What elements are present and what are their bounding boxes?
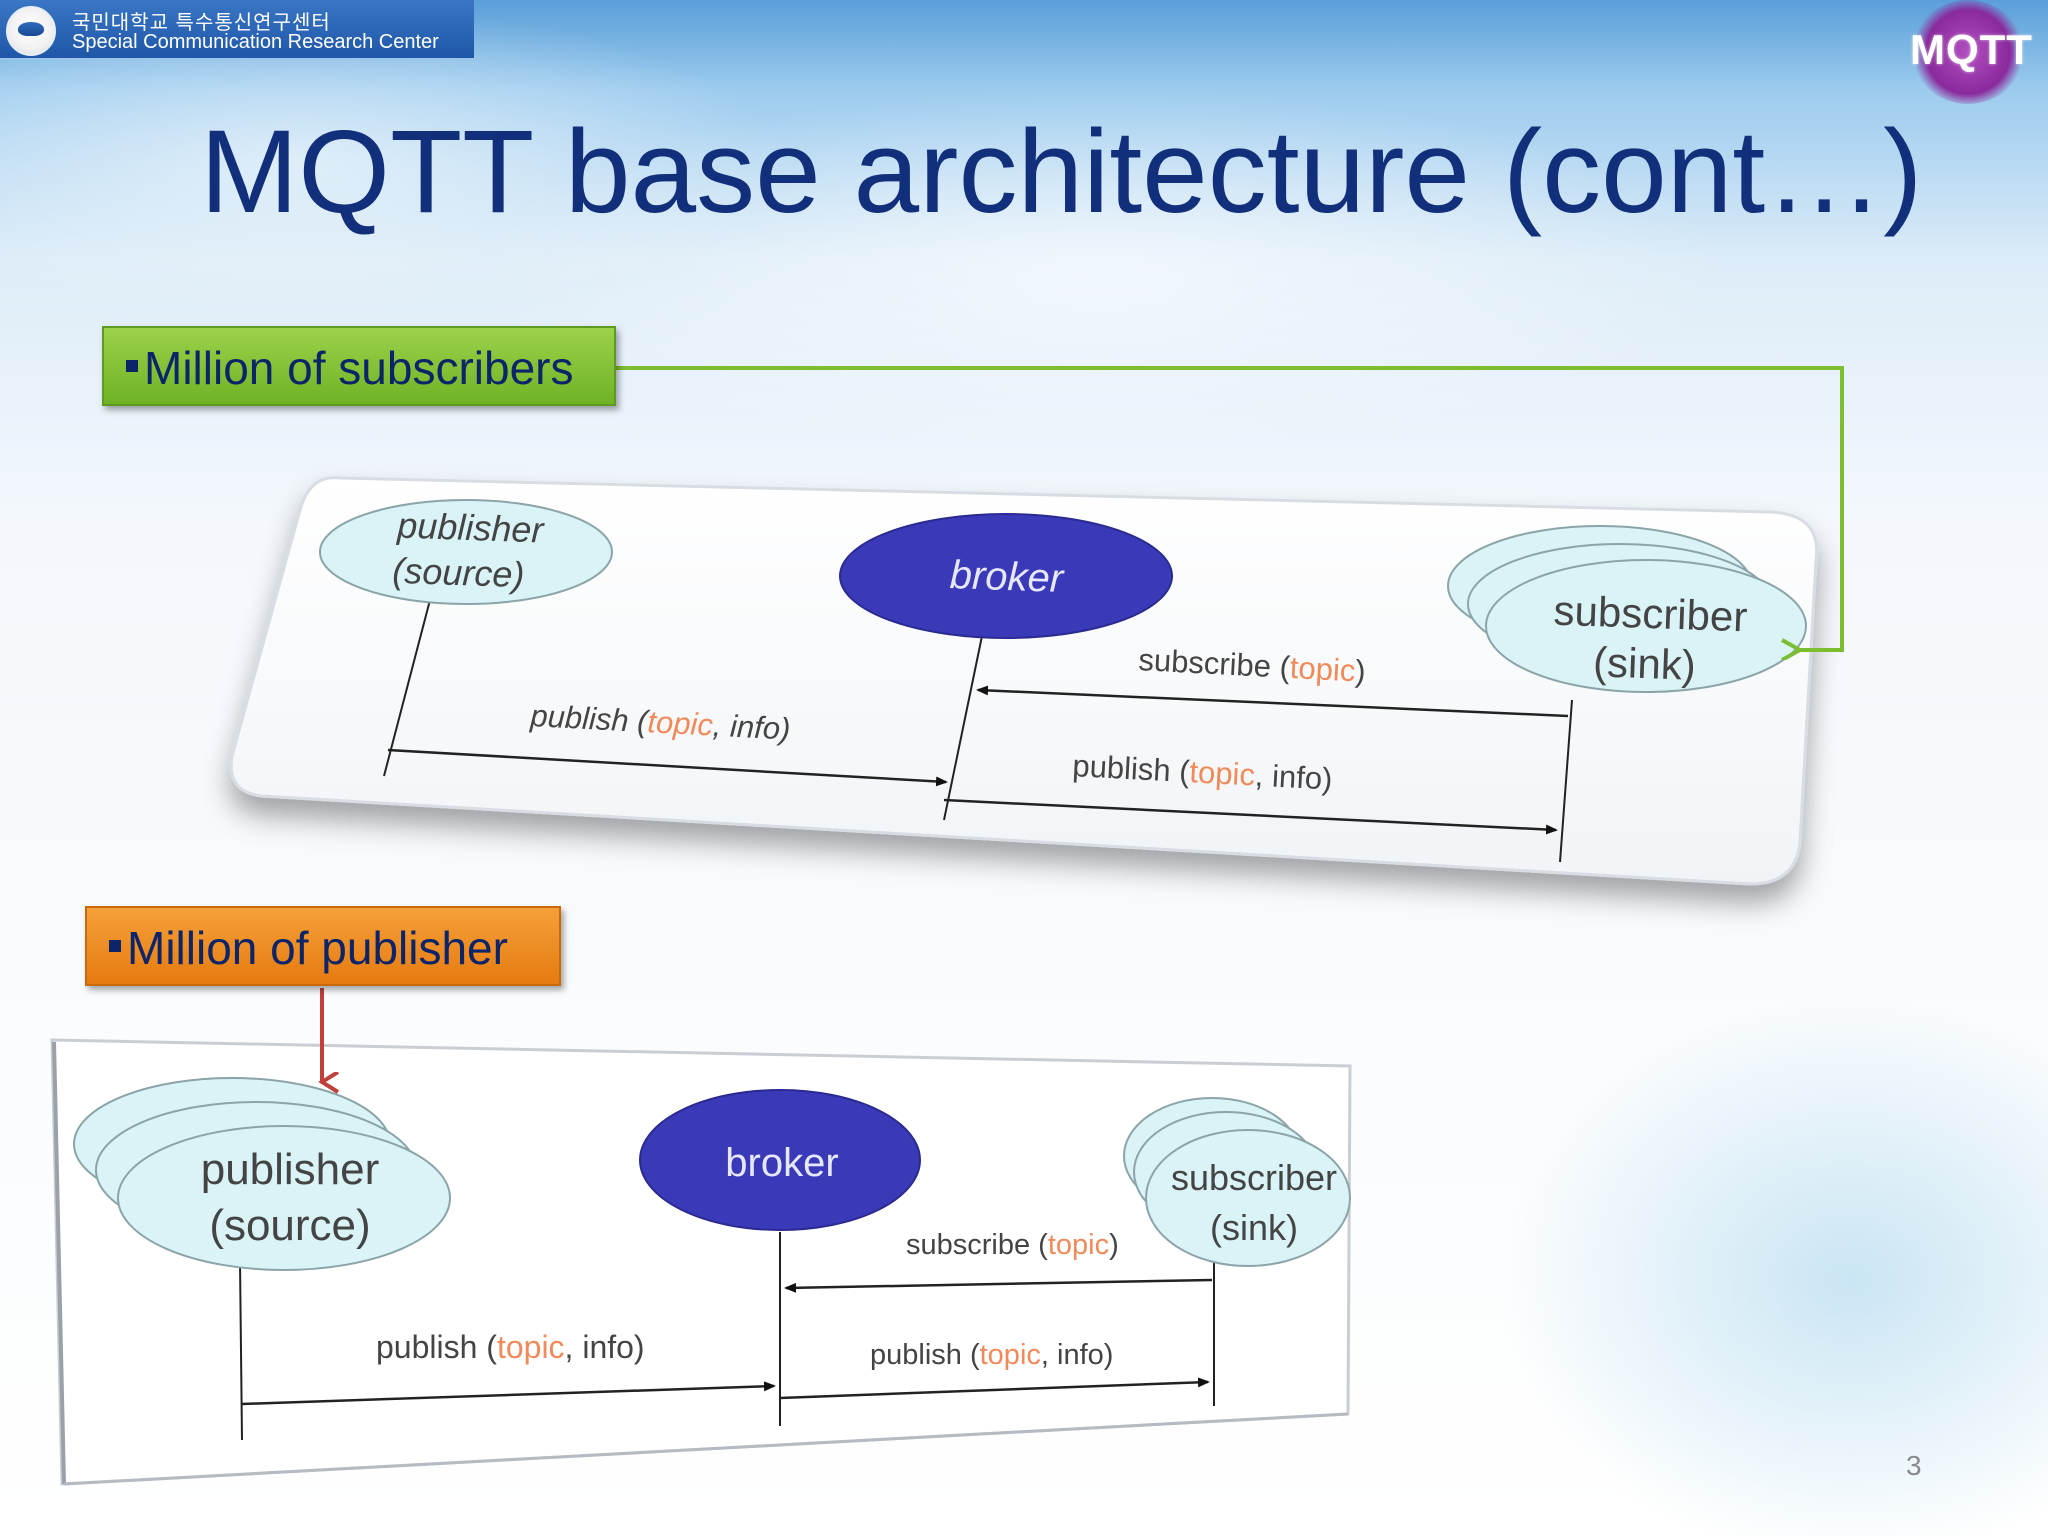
top-subscriber-label: subscriber bbox=[1553, 587, 1748, 641]
slide-title: MQTT base architecture (cont…) bbox=[200, 106, 1923, 238]
org-english-name: Special Communication Research Center bbox=[72, 31, 439, 53]
org-header-bar: 국민대학교 특수통신연구센터 Special Communication Res… bbox=[0, 0, 474, 60]
bottom-subscriber-sublabel: (sink) bbox=[1210, 1207, 1298, 1248]
bottom-subscriber-stack: subscriber (sink) bbox=[1123, 1097, 1351, 1267]
top-publish-arrow-left bbox=[387, 748, 948, 787]
top-publisher-sublabel: (source) bbox=[392, 550, 525, 596]
bottom-broker-label: broker bbox=[725, 1141, 838, 1185]
bottom-subscriber-label: subscriber bbox=[1171, 1157, 1337, 1198]
top-publish-arrow-right bbox=[943, 798, 1558, 835]
bottom-publish-arrow-left bbox=[241, 1381, 776, 1406]
top-subscriber-sublabel: (sink) bbox=[1592, 638, 1696, 689]
bottom-broker-node: broker bbox=[639, 1089, 921, 1231]
top-subscribe-message: subscribe (topic) bbox=[1138, 642, 1367, 689]
subscribers-callout-label: Million of subscribers bbox=[144, 342, 574, 394]
bottom-publish-message-left: publish (topic, info) bbox=[376, 1329, 645, 1365]
top-subscribe-arrow bbox=[976, 685, 1569, 718]
top-publish-message-right: publish (topic, info) bbox=[1072, 748, 1334, 797]
top-broker-label: broker bbox=[949, 553, 1066, 601]
top-diagram-panel bbox=[229, 476, 1819, 886]
bottom-publisher-sublabel: (source) bbox=[209, 1201, 370, 1250]
publishers-callout: Million of publisher bbox=[85, 906, 561, 986]
bottom-publish-arrow-right bbox=[779, 1377, 1210, 1400]
mqtt-logo-text: MQTT bbox=[1910, 26, 2033, 73]
subscribers-callout: Million of subscribers bbox=[102, 326, 616, 406]
bottom-publisher-lifeline bbox=[239, 1261, 243, 1441]
bullet-square-icon bbox=[109, 939, 121, 952]
top-broker-node: broker bbox=[839, 513, 1173, 639]
top-publish-message-left: publish (topic, info) bbox=[529, 698, 792, 747]
top-broker-lifeline bbox=[943, 635, 983, 821]
top-publisher-lifeline bbox=[383, 599, 431, 777]
bottom-publish-message-right: publish (topic, info) bbox=[870, 1339, 1113, 1371]
subscribers-connector-arrow bbox=[616, 366, 1844, 650]
university-logo-icon bbox=[6, 6, 56, 56]
top-subscriber-lifeline bbox=[1559, 699, 1573, 863]
top-subscriber-stack: subscriber (sink) bbox=[1447, 525, 1807, 693]
page-number: 3 bbox=[1906, 1450, 1922, 1481]
bottom-subscribe-arrow bbox=[784, 1278, 1213, 1293]
org-korean-name: 국민대학교 특수통신연구센터 bbox=[72, 12, 331, 34]
bottom-subscribe-message: subscribe (topic) bbox=[906, 1229, 1119, 1261]
top-publisher-label: publisher bbox=[396, 504, 546, 550]
mqtt-logo-icon bbox=[1912, 0, 2024, 104]
bottom-publisher-stack: publisher (source) bbox=[73, 1077, 451, 1271]
bottom-publisher-label: publisher bbox=[201, 1145, 380, 1194]
publishers-callout-label: Million of publisher bbox=[127, 922, 508, 974]
top-publisher-node: publisher (source) bbox=[319, 499, 613, 605]
bullet-square-icon bbox=[126, 359, 138, 372]
